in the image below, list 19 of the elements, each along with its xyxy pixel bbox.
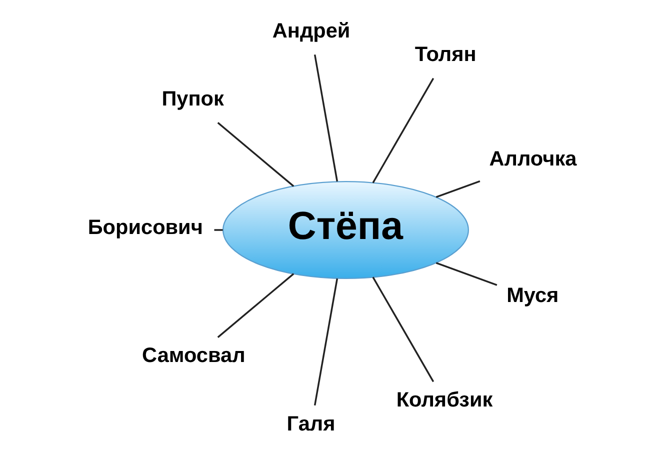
connector [436,262,498,286]
node-text: Самосвал [142,344,246,368]
connector [217,122,294,187]
connector [217,273,294,338]
connector [214,229,223,231]
node-text: Пупок [162,88,224,111]
node-ellipse: Стёпа [222,180,469,280]
node-text: Андрей [272,19,350,42]
node-text: Колябзик [396,388,493,412]
connector [314,278,338,406]
node-text: Аллочка [489,148,577,171]
connector [436,180,480,198]
connector [372,78,434,184]
node-text: Галя [286,412,336,436]
connector [372,276,434,382]
connector [314,54,338,182]
node-text: Муся [506,284,559,308]
node-text: Борисович [88,216,203,239]
node-text: Толян [414,43,476,66]
